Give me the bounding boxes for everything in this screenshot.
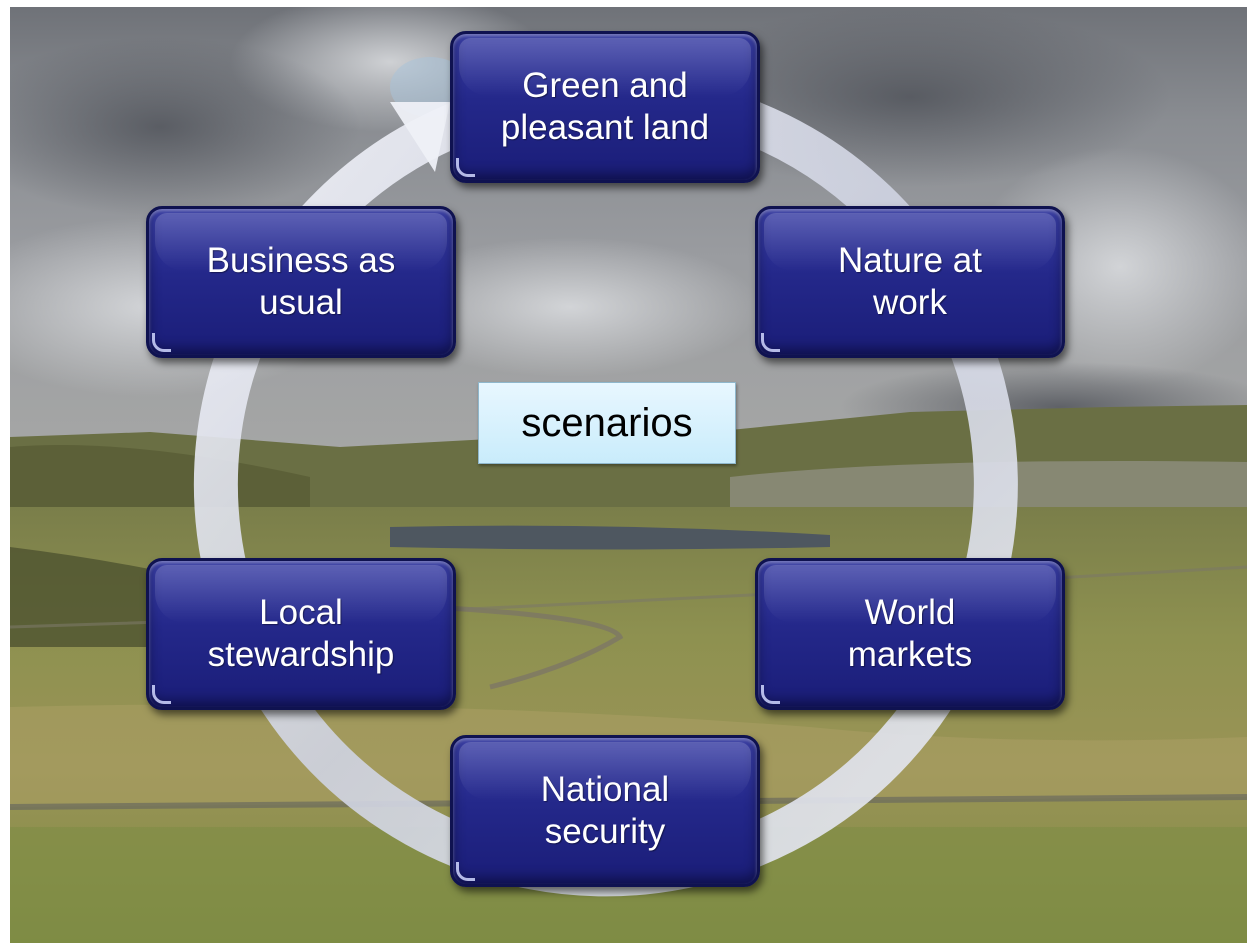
- slide: Green and pleasant land Nature at work W…: [10, 7, 1247, 943]
- center-label: scenarios: [521, 400, 693, 445]
- node-nature-at-work: Nature at work: [755, 206, 1065, 358]
- center-label-box: scenarios: [478, 382, 736, 464]
- node-world-markets: World markets: [755, 558, 1065, 710]
- node-local-stewardship: Local stewardship: [146, 558, 456, 710]
- node-national-security: National security: [450, 735, 760, 887]
- node-business-as-usual: Business as usual: [146, 206, 456, 358]
- node-green-and-pleasant-land: Green and pleasant land: [450, 31, 760, 183]
